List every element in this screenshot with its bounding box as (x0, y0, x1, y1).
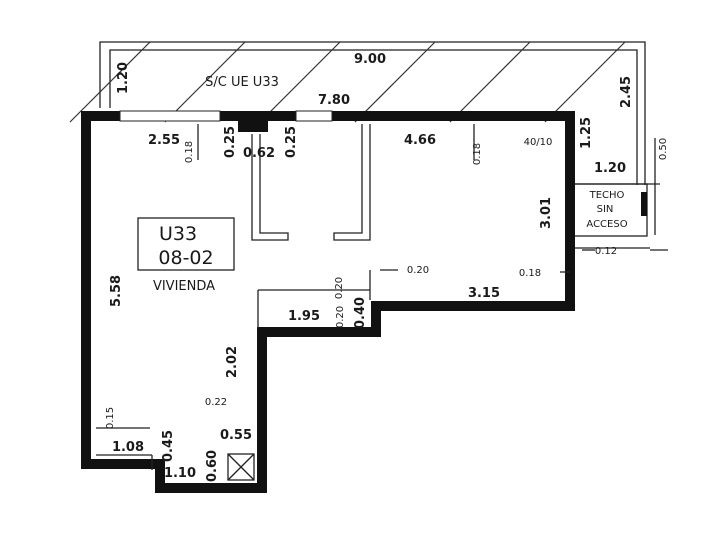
dim-left-depth: 5.58 (109, 275, 124, 307)
hatch-line (259, 41, 341, 123)
duct-box (227, 453, 255, 481)
dimension-lines (197, 124, 668, 273)
dim-corridor-bottom: 0.55 (220, 428, 252, 443)
dim-corridor-wall: 0.22 (205, 397, 227, 408)
roof-overhang (69, 41, 646, 185)
dim-shaft-width: 0.62 (243, 146, 275, 161)
dim-bottom-left: 1.08 (112, 440, 144, 455)
dim-left-top: 2.55 (148, 133, 180, 148)
dim-step-wall-b: 0.20 (334, 277, 345, 299)
dim-lower-width: 1.95 (288, 309, 320, 324)
dim-wall-mid-a: 0.25 (223, 126, 238, 158)
dim-lower-wall-b: 0.40 (353, 297, 368, 329)
overhang-label: S/C UE U33 (205, 75, 279, 90)
dim-right-depth: 3.01 (539, 197, 554, 229)
unit-label: U33 08-02 VIVIENDA (137, 217, 235, 294)
dim-right-wall: 0.18 (519, 268, 541, 279)
dim-bottom-step: 0.45 (161, 430, 176, 462)
hatch-line (544, 41, 626, 123)
dim-upper-right-depth: 2.45 (619, 76, 634, 108)
dim-right-top: 4.66 (404, 133, 436, 148)
no-access-roof (572, 138, 660, 249)
exterior-walls (81, 111, 575, 493)
dim-upper-right-lower: 1.25 (579, 117, 594, 149)
dim-bottom-step-b: 0.60 (205, 450, 220, 482)
no-access-line-2: SIN (597, 204, 614, 215)
dim-right-bottom: 3.15 (468, 286, 500, 301)
dim-step-wall: 0.20 (407, 265, 429, 276)
unit-use: VIVIENDA (153, 279, 215, 294)
dim-left-wall: 0.15 (105, 407, 116, 429)
unit-number: 08-02 (158, 247, 213, 269)
dim-wall-right-top: 0.18 (472, 143, 483, 165)
hatch-line (449, 41, 531, 123)
facade-windows (119, 110, 333, 132)
dim-facade-width: 7.80 (318, 93, 350, 108)
no-access-line-1: TECHO (589, 190, 625, 201)
no-access-line-3: ACCESO (586, 219, 627, 230)
dim-bottom-width: 1.10 (164, 466, 196, 481)
hatch-line (69, 41, 151, 123)
dim-wall-ratio: 40/10 (524, 137, 553, 148)
hatch-line (354, 41, 436, 123)
dim-roof-width: 9.00 (354, 52, 386, 67)
unit-code: U33 (159, 223, 197, 245)
dim-terrace-side: 0.50 (658, 138, 669, 160)
hatch-line (164, 41, 246, 123)
dim-lower-wall: 0.20 (335, 306, 346, 328)
interior-partitions (96, 124, 371, 470)
dim-wall-left-top: 0.18 (184, 141, 195, 163)
dim-corridor-depth: 2.02 (225, 346, 240, 378)
dimensions: 9.00 7.80 2.55 0.62 4.66 40/10 1.20 0.12… (105, 52, 669, 482)
dim-terrace-bottom: 0.12 (595, 246, 617, 257)
dim-wall-mid-b: 0.25 (284, 126, 299, 158)
no-access-label: TECHO SIN ACCESO (586, 190, 627, 230)
dim-terrace-width: 1.20 (594, 161, 626, 176)
dim-upper-left-depth: 1.20 (116, 62, 131, 94)
